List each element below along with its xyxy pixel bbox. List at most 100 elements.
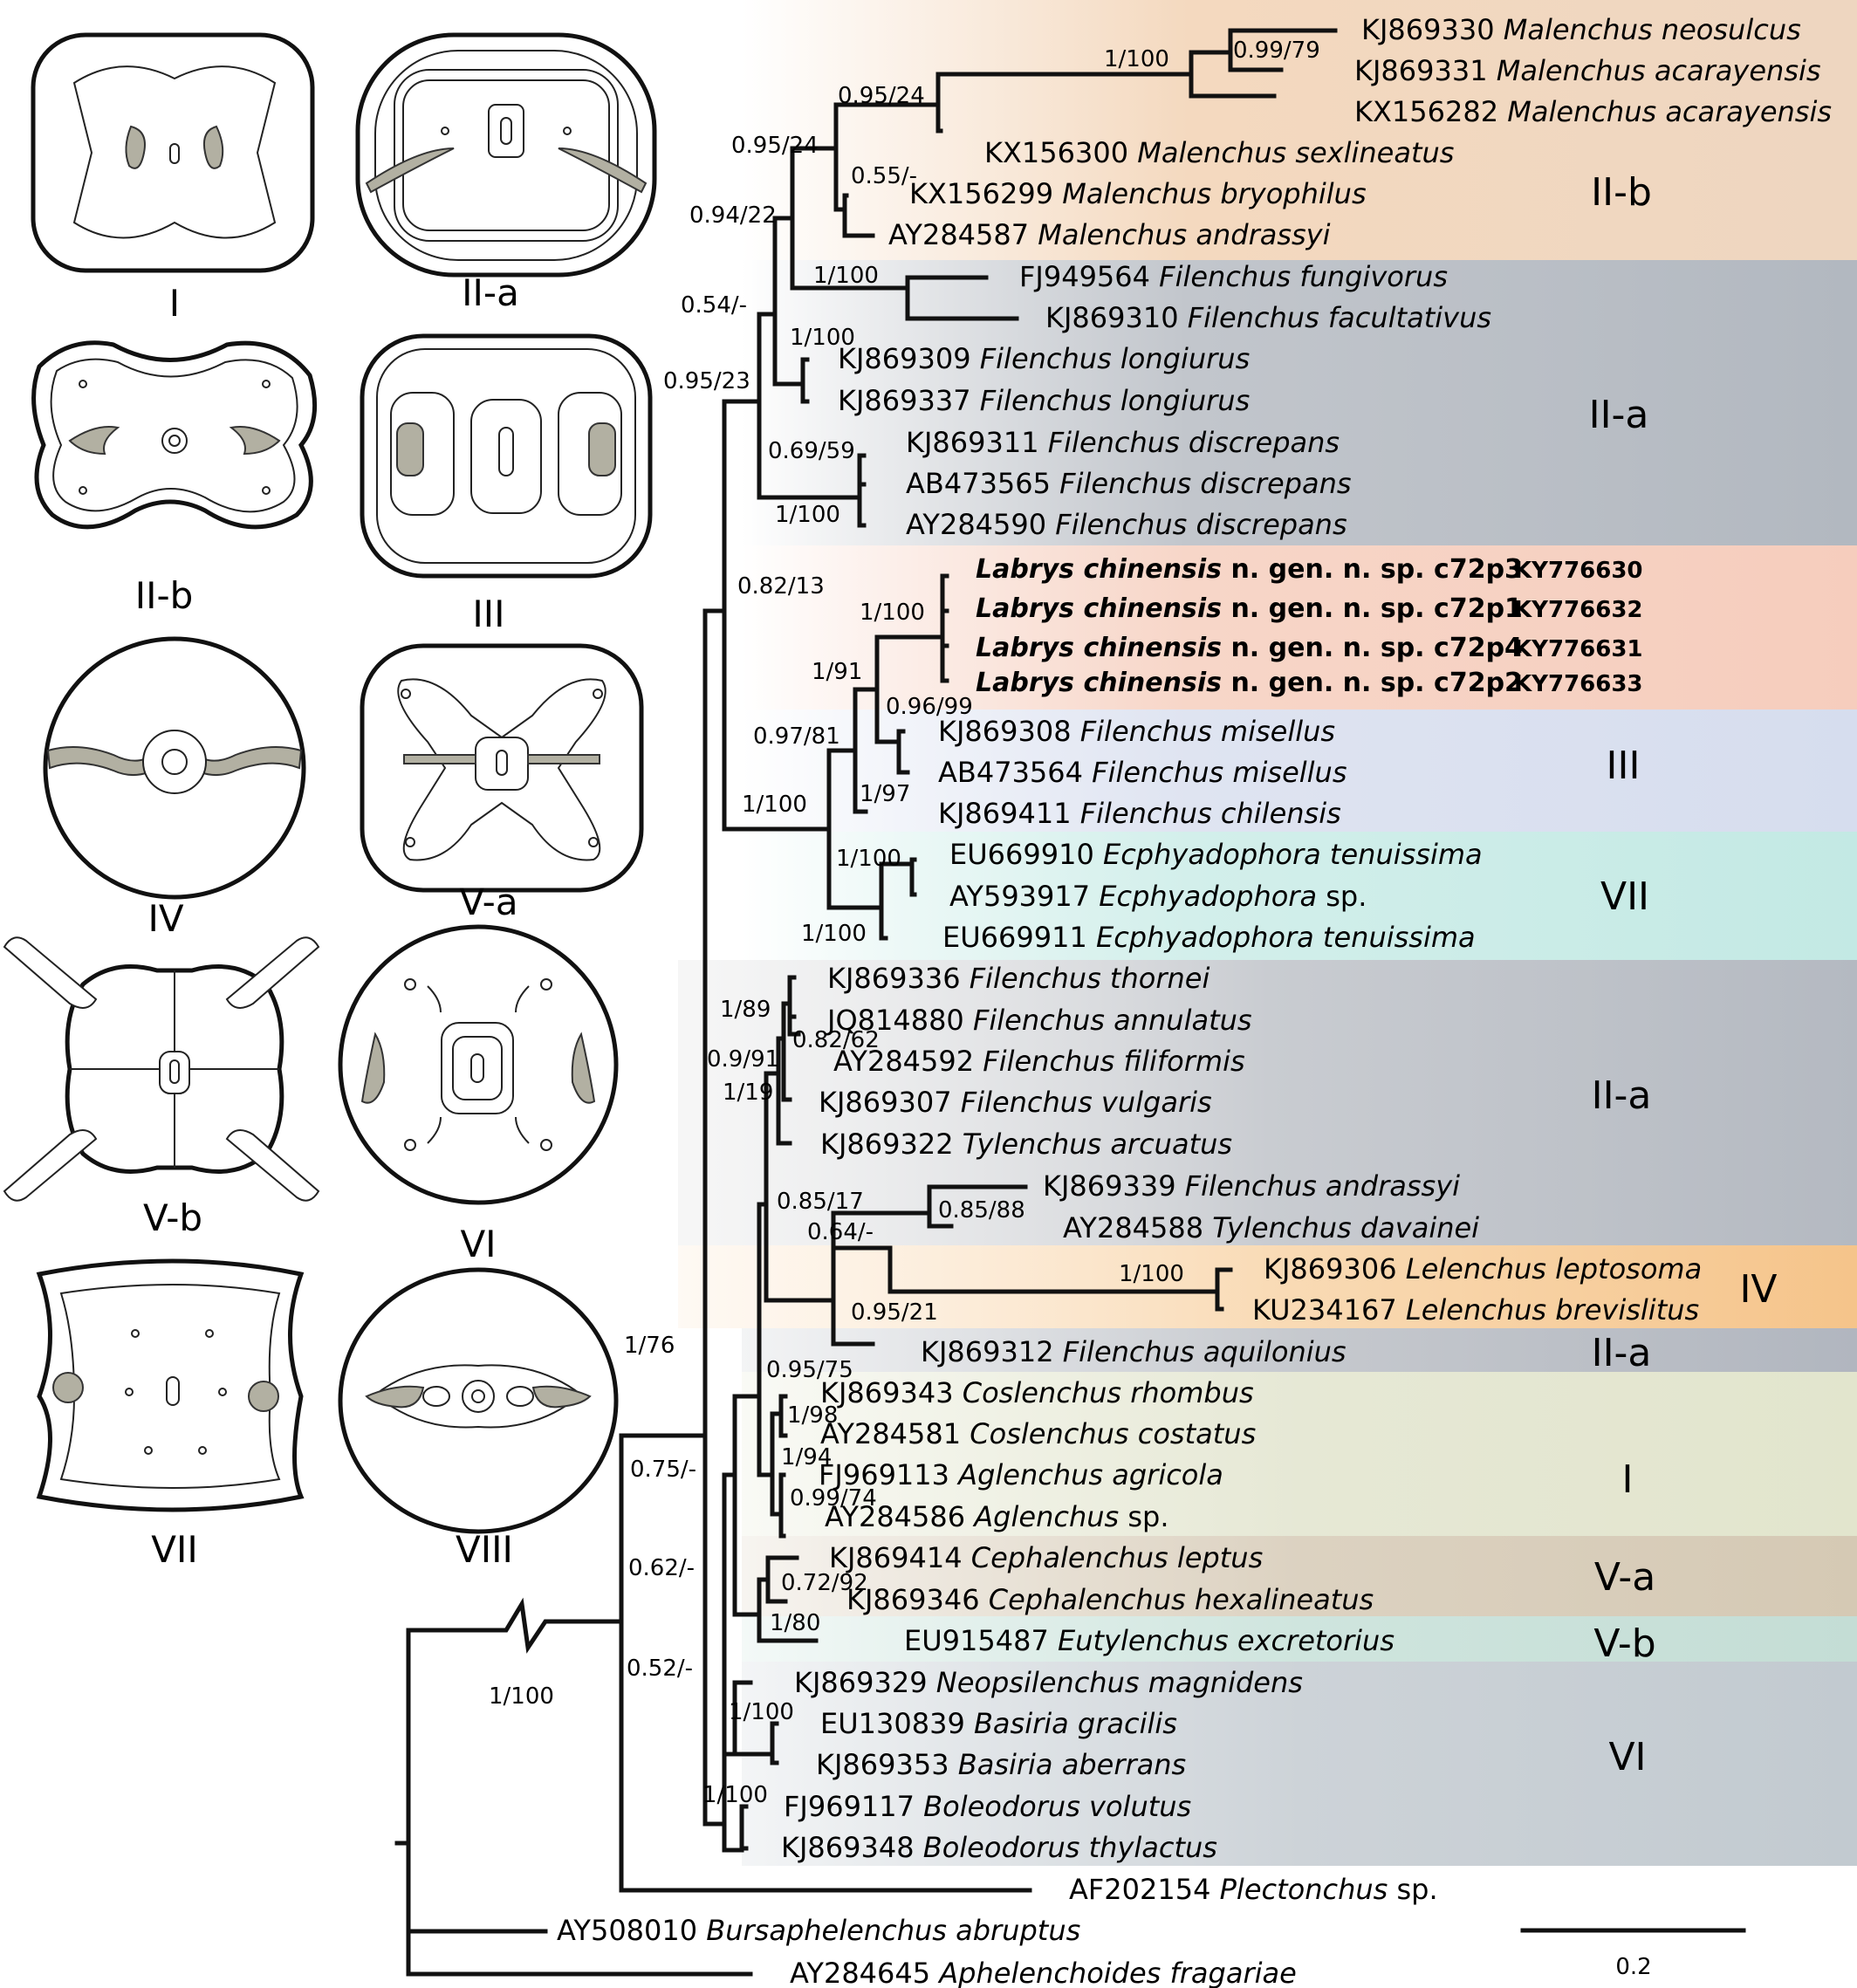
taxon-label: KJ869346 Cephalenchus hexalineatus <box>846 1583 1374 1616</box>
taxon-label: KJ869339 Filenchus andrassyi <box>1043 1169 1460 1203</box>
taxon-label: KJ869312 Filenchus aquilonius <box>921 1335 1346 1368</box>
support-value: 0.55/- <box>851 163 917 189</box>
new-taxon-accession: KY776633 <box>1514 671 1643 697</box>
taxon-label: KJ869348 Boleodorus thylactus <box>781 1831 1217 1864</box>
support-value: 0.95/24 <box>838 83 925 109</box>
taxon-label: KJ869329 Neopsilenchus magnidens <box>794 1666 1303 1699</box>
band-II-a-upper <box>742 260 1857 545</box>
support-value: 0.94/22 <box>689 202 777 229</box>
new-taxon-label: Labrys chinensis n. gen. n. sp. c72p3 <box>976 554 1523 585</box>
support-value: 1/91 <box>812 659 862 685</box>
shape-label-VII: VII <box>151 1528 198 1571</box>
taxon-label: KJ869353 Basiria aberrans <box>816 1748 1186 1781</box>
shape-III <box>360 333 653 579</box>
taxon-label: FJ949564 Filenchus fungivorus <box>1019 260 1448 293</box>
taxon-label: KJ869331 Malenchus acarayensis <box>1354 54 1821 87</box>
taxon-label: KJ869306 Lelenchus leptosoma <box>1264 1252 1702 1285</box>
band-labrys <box>742 545 1857 710</box>
taxon-label: KX156299 Malenchus bryophilus <box>909 177 1367 210</box>
support-value: 1/100 <box>489 1683 554 1710</box>
taxon-label: JQ814880 Filenchus annulatus <box>826 1004 1252 1037</box>
support-value: 0.69/59 <box>768 438 855 464</box>
taxon-label: AY284586 Aglenchus sp. <box>825 1500 1169 1533</box>
new-species-labels: Labrys chinensis n. gen. n. sp. c72p3 KY… <box>976 554 1643 698</box>
taxon-label: EU915487 Eutylenchus excretorius <box>904 1624 1394 1657</box>
band-I <box>742 1372 1857 1536</box>
support-value: 1/100 <box>1104 46 1169 72</box>
clade-label: III <box>1607 744 1641 788</box>
support-value: 1/100 <box>801 921 867 947</box>
clade-label: I <box>1622 1457 1634 1502</box>
band-VI <box>742 1662 1857 1866</box>
taxon-label: KX156300 Malenchus sexlineatus <box>984 136 1454 169</box>
clade-label: II-a <box>1592 1073 1652 1118</box>
support-value: 1/94 <box>781 1444 832 1470</box>
taxon-label: KJ869414 Cephalenchus leptus <box>829 1541 1263 1574</box>
band-VII <box>742 832 1857 960</box>
taxon-label: AY593917 Ecphyadophora sp. <box>949 880 1367 913</box>
shape-label-V-a: V-a <box>459 881 517 923</box>
band-V-a <box>742 1536 1857 1616</box>
new-taxon-label: Labrys chinensis n. gen. n. sp. c72p4 <box>976 633 1523 663</box>
support-value: 0.96/99 <box>886 694 973 720</box>
clade-label: VII <box>1600 874 1649 919</box>
shape-I <box>31 32 315 273</box>
support-value: 1/19 <box>723 1080 773 1106</box>
taxon-label: EU130839 Basiria gracilis <box>820 1707 1177 1740</box>
shape-label-II-a: II-a <box>462 271 519 314</box>
support-value: 1/100 <box>1119 1261 1184 1287</box>
taxon-label: AY508010 Bursaphelenchus abruptus <box>557 1914 1080 1947</box>
clade-label: VI <box>1608 1735 1646 1779</box>
clade-label: V-b <box>1593 1621 1655 1666</box>
band-II-a-lower <box>742 1328 1857 1372</box>
tree-branches <box>394 28 1338 1977</box>
shape-label-II-b: II-b <box>135 574 194 617</box>
new-taxon-accession: KY776632 <box>1514 597 1643 623</box>
taxon-label: KJ869337 Filenchus longiurus <box>838 384 1250 417</box>
support-value: 0.52/- <box>627 1656 693 1682</box>
shape-II-b <box>31 340 318 530</box>
support-value: 1/100 <box>742 792 807 818</box>
shape-label-V-b: V-b <box>143 1196 202 1239</box>
taxon-label: FJ969117 Boleodorus volutus <box>784 1790 1191 1823</box>
band-III <box>742 710 1857 832</box>
taxon-label: KX156282 Malenchus acarayensis <box>1354 95 1832 128</box>
band-V-b <box>742 1616 1857 1662</box>
taxon-label: AF202154 Plectonchus sp. <box>1069 1873 1438 1906</box>
new-taxon-label: Labrys chinensis n. gen. n. sp. c72p1 <box>976 593 1523 624</box>
support-value: 0.97/81 <box>753 723 840 750</box>
taxon-label: AB473565 Filenchus discrepans <box>906 467 1352 500</box>
support-value: 0.9/91 <box>707 1046 779 1073</box>
clade-label: II-a <box>1589 393 1649 437</box>
shape-IV <box>43 636 306 900</box>
taxon-label: AY284592 Filenchus filiformis <box>833 1045 1245 1078</box>
support-value: 0.54/- <box>681 292 747 319</box>
taxon-label: AY284587 Malenchus andrassyi <box>888 218 1331 251</box>
shape-V-a <box>360 643 644 893</box>
taxon-label: AY284590 Filenchus discrepans <box>906 508 1347 541</box>
shape-label-IV: IV <box>147 897 183 940</box>
support-value: 0.82/13 <box>737 573 825 600</box>
shape-VI <box>338 924 619 1205</box>
new-taxon-label: Labrys chinensis n. gen. n. sp. c72p2 <box>976 668 1523 698</box>
taxon-label: EU669910 Ecphyadophora tenuissima <box>949 838 1483 871</box>
support-value: 0.95/21 <box>851 1299 938 1326</box>
support-value: 1/100 <box>860 600 925 626</box>
support-value: 1/100 <box>790 325 855 351</box>
taxon-label: KJ869309 Filenchus longiurus <box>838 342 1250 375</box>
taxon-label: FJ969113 Aglenchus agricola <box>819 1458 1223 1491</box>
support-value: 0.95/23 <box>663 368 750 394</box>
cross-section-shapes <box>3 32 657 1534</box>
taxon-label: KJ869411 Filenchus chilensis <box>938 797 1341 830</box>
taxon-labels: KJ869330 Malenchus neosulcus KJ869331 Ma… <box>557 13 1832 1988</box>
taxon-label: KJ869322 Tylenchus arcuatus <box>820 1128 1232 1161</box>
support-value: 0.82/62 <box>792 1027 880 1053</box>
band-IV <box>678 1245 1857 1328</box>
new-taxon-accession: KY776631 <box>1514 636 1643 662</box>
support-value: 1/98 <box>787 1402 838 1429</box>
taxon-label: AB473564 Filenchus misellus <box>938 756 1346 789</box>
support-value: 0.99/79 <box>1233 38 1320 64</box>
taxon-label: KJ869330 Malenchus neosulcus <box>1361 13 1801 46</box>
support-value: 1/76 <box>624 1333 675 1359</box>
